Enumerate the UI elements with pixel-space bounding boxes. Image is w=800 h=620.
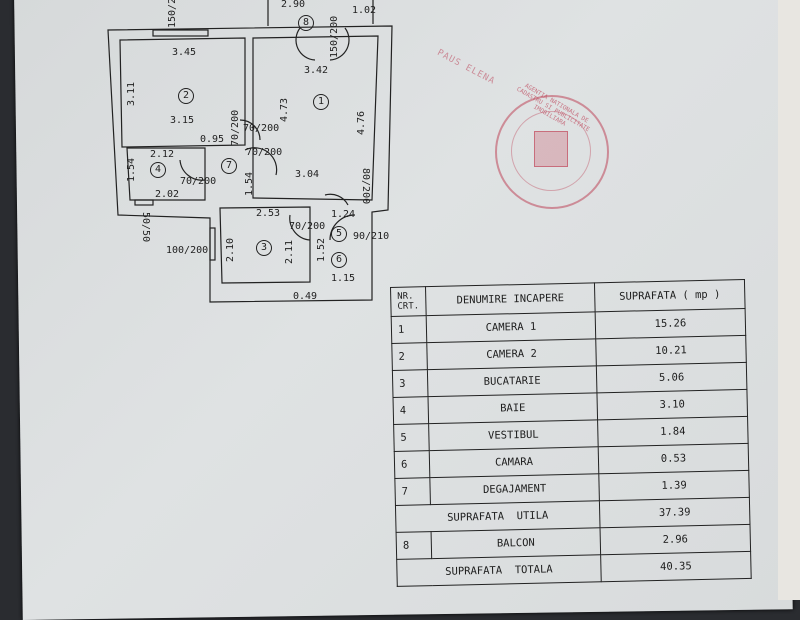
- header-name: DENUMIRE INCAPERE: [425, 282, 596, 316]
- window: [152, 29, 209, 37]
- useful-area-value: 37.39: [599, 497, 750, 528]
- row-name: DEGAJAMENT: [429, 473, 600, 505]
- dim-bucatarie-height-left: 2.10: [225, 237, 236, 262]
- dim-door-a: 70/200: [243, 123, 280, 134]
- row-nr: 1: [391, 315, 427, 344]
- dim-vestibul-width: 1.24: [331, 209, 356, 220]
- dim-baie-width-bottom: 2.02: [155, 189, 180, 200]
- row-area: 15.26: [595, 308, 746, 339]
- door-arc: [244, 147, 278, 176]
- dim-door-b: 70/200: [246, 147, 283, 158]
- header-nr: NR. CRT.: [390, 286, 427, 317]
- dim-camara-width: 1.15: [331, 273, 356, 284]
- row-nr: 7: [394, 477, 431, 506]
- row-name: CAMARA: [429, 446, 599, 478]
- row-nr: 8: [396, 531, 432, 560]
- row-area: 10.21: [595, 335, 747, 366]
- inner-wall: [119, 37, 246, 148]
- background-surface: [778, 0, 800, 600]
- window: [134, 199, 154, 206]
- dim-window-room2: 150/200: [167, 0, 178, 28]
- row-nr: 4: [393, 396, 429, 425]
- row-area: 5.06: [596, 362, 747, 393]
- door-arc: [324, 193, 349, 206]
- dim-bucatarie-width: 2.53: [256, 208, 281, 219]
- dim-window-bucatarie: 100/200: [166, 245, 209, 256]
- total-area-value: 40.35: [600, 551, 752, 582]
- dim-degajament-height: 1.54: [244, 171, 255, 196]
- dim-room2-height: 3.11: [126, 81, 137, 106]
- dim-window-baie: 50/50: [140, 212, 151, 243]
- room-number-7: 7: [221, 158, 237, 174]
- dim-room1-width-bottom: 3.04: [295, 169, 320, 180]
- official-stamp: AGENTIA NATIONALA DE CADASTRU SI PUBLICI…: [495, 82, 609, 209]
- dim-room1-height-left: 4.73: [279, 97, 290, 122]
- dim-degajament-width: 0.95: [200, 134, 225, 145]
- row-name: BAIE: [427, 392, 598, 424]
- dim-door-d: 70/200: [230, 109, 241, 146]
- row-nr: 3: [392, 369, 428, 398]
- dim-balcony-side: 1.02: [352, 5, 377, 16]
- header-area: SUPRAFATA ( mp ): [594, 279, 746, 312]
- room-number-2: 2: [178, 88, 194, 104]
- door-arc: [329, 214, 356, 241]
- dim-room1-width: 3.42: [304, 65, 329, 76]
- coat-of-arms-icon: [534, 131, 568, 167]
- door-arc: [179, 159, 206, 181]
- floor-plan-drawing: [107, 0, 393, 303]
- row-name: CAMERA 2: [426, 338, 597, 370]
- room-number-4: 4: [150, 162, 166, 178]
- row-nr: 5: [393, 423, 430, 452]
- dim-vestibul-height: 1.52: [316, 237, 327, 262]
- dim-room1-height-right: 4.76: [356, 110, 367, 135]
- room-number-5: 5: [331, 226, 347, 242]
- row-area: 3.10: [596, 389, 748, 420]
- row-nr: 2: [391, 342, 428, 371]
- room1-wall: [252, 35, 379, 201]
- room-number-6: 6: [331, 252, 347, 268]
- door-arc: [239, 119, 261, 141]
- room-areas-table: NR. CRT. DENUMIRE INCAPERE SUPRAFATA ( m…: [390, 278, 752, 587]
- row-area: 1.39: [598, 470, 750, 501]
- row-name: BALCON: [431, 527, 601, 559]
- bucatarie-wall: [219, 206, 311, 284]
- door-arc: [289, 214, 311, 241]
- dim-baie-width-top: 2.12: [150, 149, 175, 160]
- row-name: CAMERA 1: [426, 311, 596, 343]
- window: [209, 227, 216, 261]
- room-number-8: 8: [298, 15, 314, 31]
- room-number-3: 3: [256, 240, 272, 256]
- balcony-wall: [267, 0, 374, 26]
- door-arc: [295, 27, 350, 61]
- dim-entry-door: 90/210: [353, 231, 390, 242]
- row-area: 2.96: [600, 524, 751, 555]
- dim-baie-height: 1.54: [126, 157, 137, 182]
- dim-room2-width-top: 3.45: [172, 47, 197, 58]
- dim-door-80: 80/200: [360, 168, 371, 205]
- row-area: 1.84: [597, 416, 749, 447]
- baie-wall: [126, 147, 206, 201]
- stamp-inner-ring: [511, 111, 591, 191]
- row-name: VESTIBUL: [428, 419, 599, 451]
- dim-bottom-offset: 0.49: [293, 291, 318, 302]
- row-area: 0.53: [598, 443, 749, 474]
- dim-balcony-width: 2.90: [281, 0, 306, 10]
- dim-balcony-door: 150/200: [329, 15, 340, 58]
- row-nr: 6: [394, 450, 430, 479]
- row-name: BUCATARIE: [427, 365, 597, 397]
- total-area-label: SUPRAFATA TOTALA: [396, 554, 602, 587]
- outer-wall: [107, 25, 393, 303]
- dim-door-e: 70/200: [289, 221, 326, 232]
- room-number-1: 1: [313, 94, 329, 110]
- dim-room2-width-bottom: 3.15: [170, 115, 195, 126]
- dim-bucatarie-height-right: 2.11: [284, 239, 295, 264]
- dim-door-c: 70/200: [180, 176, 217, 187]
